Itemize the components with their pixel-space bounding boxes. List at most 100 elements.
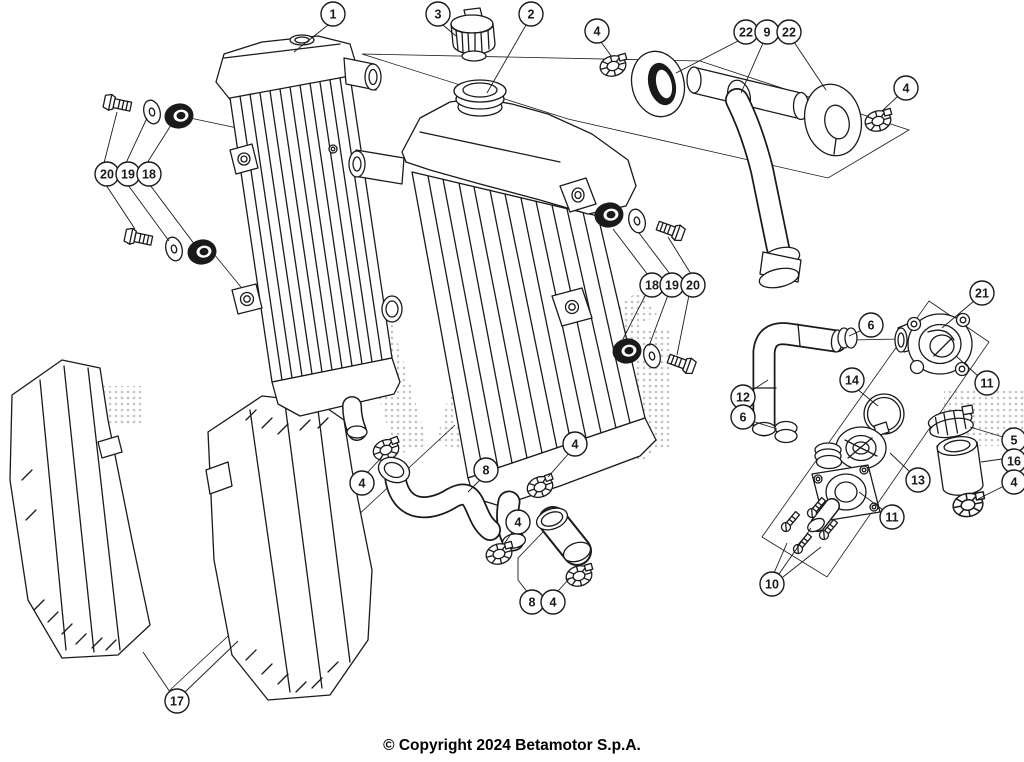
callout-circle[interactable] (776, 19, 802, 45)
callout-number: 4 (515, 516, 522, 530)
callout-number: 18 (142, 168, 156, 182)
callout-22[interactable]: 22 (776, 19, 827, 91)
callout-circle[interactable] (518, 1, 544, 27)
callout-circle[interactable] (879, 504, 905, 530)
outlet-tube-drawing (927, 404, 988, 520)
callout-1[interactable]: 1 (293, 1, 346, 53)
callout-19[interactable]: 19 (115, 117, 170, 242)
callout-21[interactable]: 21 (941, 280, 995, 329)
callout-10[interactable]: 10 (759, 527, 822, 597)
leader-line (103, 111, 118, 164)
callout-number: 5 (1011, 434, 1018, 448)
callout-number: 20 (100, 168, 114, 182)
callout-6[interactable]: 6 (730, 404, 778, 430)
callout-4[interactable]: 4 (349, 456, 383, 496)
leader-line (612, 228, 649, 276)
callout-4[interactable]: 4 (881, 75, 919, 112)
callout-circle[interactable] (540, 589, 566, 615)
thermostat-cover-drawing (894, 312, 973, 377)
callout-4[interactable]: 4 (503, 509, 531, 545)
callout-number: 21 (975, 287, 989, 301)
leader-line (782, 546, 822, 578)
callout-16[interactable]: 16 (980, 448, 1024, 474)
callout-circle[interactable] (505, 509, 531, 535)
leader-line (980, 458, 1003, 463)
leader-line (751, 420, 778, 430)
callout-circle[interactable] (893, 75, 919, 101)
callout-17[interactable]: 17 (142, 640, 239, 714)
callout-18[interactable]: 18 (612, 228, 665, 340)
callout-circle[interactable] (759, 571, 785, 597)
radiator-hoses-drawing (369, 434, 597, 590)
callout-circle[interactable] (905, 467, 931, 493)
callout-4[interactable]: 4 (977, 469, 1024, 500)
leader-line (889, 452, 911, 473)
callout-8[interactable]: 8 (517, 531, 545, 615)
callout-number: 2 (528, 8, 535, 22)
leader-line (293, 24, 329, 53)
leader-line (442, 24, 457, 37)
callout-4[interactable]: 4 (540, 577, 571, 615)
leader-line (793, 41, 827, 91)
callout-number: 8 (483, 464, 490, 478)
callout-14[interactable]: 14 (839, 367, 879, 407)
callout-circle[interactable] (858, 312, 884, 338)
callout-circle[interactable] (562, 431, 588, 457)
callout-13[interactable]: 13 (889, 452, 931, 493)
callout-number: 11 (980, 377, 993, 391)
leader-line (667, 236, 692, 275)
callout-circle[interactable] (136, 161, 162, 187)
callout-circle[interactable] (839, 367, 865, 393)
leader-line (184, 640, 239, 693)
leader-line (105, 184, 136, 230)
callout-number: 9 (764, 26, 771, 40)
left-radiator-guard-drawing (9, 359, 151, 659)
callout-2[interactable]: 2 (486, 1, 544, 94)
leader-line (149, 184, 196, 246)
leader-line (858, 491, 884, 511)
leader-line (676, 294, 690, 356)
callout-circle[interactable] (425, 1, 451, 27)
callout-9[interactable]: 9 (740, 19, 780, 94)
radiator-cap-drawing (450, 7, 496, 62)
callout-circle[interactable] (349, 470, 375, 496)
callout-circle[interactable] (164, 688, 190, 714)
callout-number: 6 (740, 411, 747, 425)
callout-number: 1 (330, 8, 337, 22)
callout-number: 4 (572, 438, 579, 452)
callout-number: 11 (885, 511, 898, 525)
callout-number: 14 (845, 374, 859, 388)
callout-number: 3 (435, 8, 442, 22)
leader-line (675, 40, 739, 74)
callout-circle[interactable] (320, 1, 346, 27)
callout-circle[interactable] (730, 404, 756, 430)
callout-circle[interactable] (473, 457, 499, 483)
callout-19[interactable]: 19 (638, 232, 685, 347)
callout-circle[interactable] (974, 370, 1000, 396)
callout-number: 4 (1011, 476, 1018, 490)
callout-number: 16 (1007, 455, 1021, 469)
callout-20[interactable]: 20 (667, 236, 706, 356)
leader-line (778, 527, 812, 575)
callout-number: 19 (121, 168, 135, 182)
callout-4[interactable]: 4 (584, 18, 613, 58)
callout-circle[interactable] (969, 280, 995, 306)
callout-circle[interactable] (1001, 469, 1024, 495)
callout-circle[interactable] (584, 18, 610, 44)
callout-3[interactable]: 3 (425, 1, 457, 37)
callout-11[interactable]: 11 (955, 355, 1000, 396)
callout-number: 17 (170, 695, 184, 709)
leader-line (125, 117, 148, 164)
callout-4[interactable]: 4 (547, 431, 588, 478)
left-radiator-drawing (215, 34, 401, 441)
callout-circle[interactable] (680, 272, 706, 298)
leader-line (969, 426, 1004, 438)
leader-line (127, 184, 170, 242)
callout-11[interactable]: 11 (858, 491, 905, 530)
leader-line (977, 485, 1005, 500)
callout-18[interactable]: 18 (136, 121, 196, 246)
callout-22[interactable]: 22 (675, 19, 759, 74)
callout-6[interactable]: 6 (848, 312, 884, 338)
callout-8[interactable]: 8 (467, 457, 499, 493)
callout-number: 4 (903, 82, 910, 96)
